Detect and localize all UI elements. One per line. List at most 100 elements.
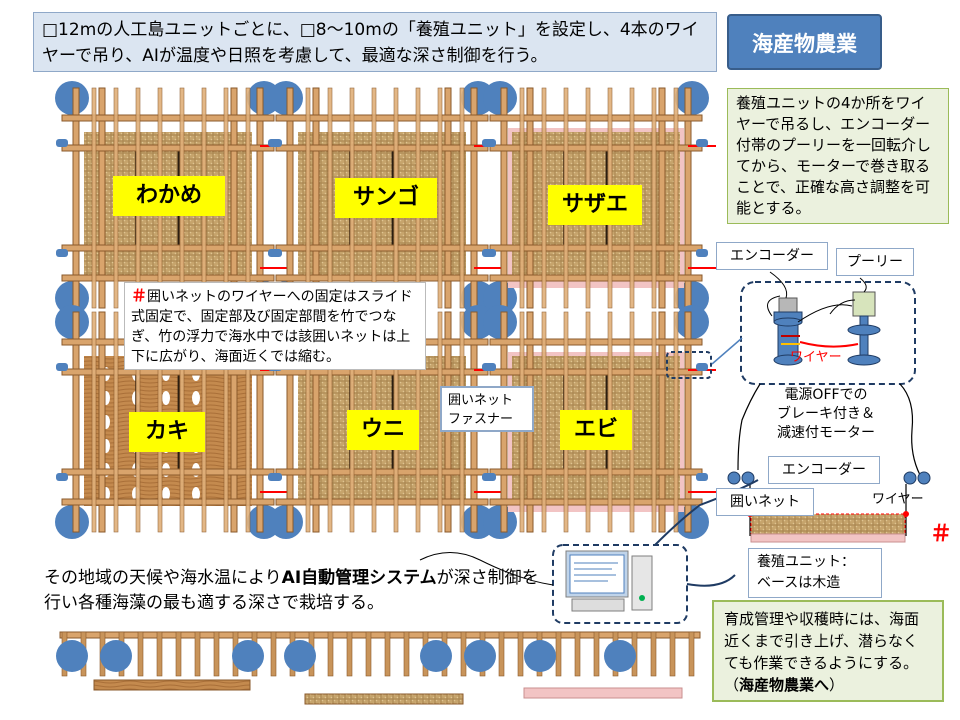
- bamboo-slat: [651, 311, 657, 533]
- note-text: 囲いネットのワイヤーへの固定はスライド式固定で、固定部及び固定部間を竹でつなぎ、…: [131, 289, 413, 365]
- side-view-slat: [365, 631, 372, 677]
- bamboo-slat-vertical: [98, 87, 106, 309]
- mechanism-description: 養殖ユニットの4か所をワイヤーで吊るし、エンコーダー付帯のプーリーを一回転介して…: [727, 88, 949, 224]
- bamboo-slat-horizontal: [275, 244, 489, 252]
- side-view-float: [284, 640, 316, 672]
- fastener: [56, 363, 68, 371]
- side-view-slat: [403, 631, 410, 677]
- fastener: [270, 139, 282, 147]
- bamboo-slat: [651, 87, 657, 309]
- bamboo-slat-horizontal: [489, 468, 703, 476]
- bamboo-slat: [519, 87, 525, 309]
- note-hash-mark: ＃: [131, 286, 148, 305]
- unit-label-uni: ウニ: [347, 410, 419, 450]
- float-post: [483, 305, 517, 339]
- bamboo-slat-horizontal: [61, 114, 275, 122]
- oyster-marker: [162, 487, 170, 501]
- ai-text-bold: AI自動管理システム: [281, 568, 437, 588]
- bamboo-slat-horizontal: [275, 468, 489, 476]
- bamboo-slat-horizontal: [61, 244, 275, 252]
- net-label: 囲いネット: [716, 488, 814, 516]
- side-view-slat: [194, 631, 201, 677]
- side-view-slat: [688, 631, 695, 677]
- float-post: [675, 81, 709, 115]
- float-post: [483, 81, 517, 115]
- side-view-float: [420, 640, 452, 672]
- float-post: [269, 81, 303, 115]
- encoder-label-2: エンコーダー: [768, 456, 880, 484]
- bamboo-slat-horizontal: [489, 338, 703, 346]
- fastener: [56, 139, 68, 147]
- bamboo-slat: [459, 87, 465, 309]
- bamboo-slat-vertical: [658, 87, 666, 309]
- motor-label: 電源OFFでの ブレーキ付き＆ 減速付モーター: [777, 387, 875, 441]
- bamboo-slat-horizontal: [61, 498, 275, 506]
- side-view-slat: [555, 631, 562, 677]
- bamboo-slat-horizontal: [489, 144, 703, 152]
- float-post: [55, 305, 89, 339]
- net-fixing-note: ＃囲いネットのワイヤーへの固定はスライド式固定で、固定部及び固定部間を竹でつなぎ…: [124, 282, 426, 370]
- bamboo-slat: [673, 311, 679, 533]
- side-view-slat: [498, 631, 505, 677]
- side-view-slat: [346, 631, 353, 677]
- oyster-marker: [192, 391, 200, 405]
- side-view-slat: [213, 631, 220, 677]
- side-view-slat: [156, 631, 163, 677]
- harvest-note: 育成管理や収穫時には、海面近くまで引き上げ、潜らなくても作業できるようにする。（…: [712, 600, 944, 702]
- side-view-pink-unit: [523, 687, 683, 699]
- side-view-slat: [517, 631, 524, 677]
- float-post: [55, 81, 89, 115]
- bamboo-slat: [91, 311, 97, 533]
- side-view-float: [604, 640, 636, 672]
- pulley-label: プーリー: [836, 248, 914, 276]
- float-post: [675, 505, 709, 539]
- bamboo-slat-vertical: [444, 87, 452, 309]
- bamboo-slat-vertical: [684, 311, 692, 533]
- bamboo-slat-vertical: [526, 87, 534, 309]
- side-view-deck: [59, 631, 701, 639]
- float-post: [483, 505, 517, 539]
- side-view-slat: [270, 631, 277, 677]
- bamboo-slat: [673, 87, 679, 309]
- bamboo-slat-vertical: [658, 311, 666, 533]
- side-view-slat: [327, 631, 334, 677]
- fastener-label: 囲いネット ファスナー: [440, 386, 534, 432]
- bamboo-slat: [437, 87, 443, 309]
- side-view-slat: [384, 631, 391, 677]
- bamboo-slat-horizontal: [275, 498, 489, 506]
- fastener: [56, 249, 68, 257]
- side-view-float: [100, 640, 132, 672]
- bamboo-slat-vertical: [72, 311, 80, 533]
- float-post: [269, 505, 303, 539]
- wire-label-red: ワイヤー: [790, 350, 842, 365]
- float-post: [55, 281, 89, 315]
- oyster-marker: [162, 391, 170, 405]
- fastener: [696, 139, 708, 147]
- side-view-slat: [137, 631, 144, 677]
- bamboo-slat-horizontal: [61, 274, 275, 282]
- bamboo-slat: [541, 311, 547, 533]
- fastener: [270, 249, 282, 257]
- oyster-marker: [192, 487, 200, 501]
- unit-label-ebi: エビ: [560, 410, 632, 450]
- fastener: [484, 249, 496, 257]
- side-view-slat: [574, 631, 581, 677]
- harvest-text-pre: 育成管理や収穫時には、海面近くまで引き上げ、潜らなくても作業できるようにする。（: [724, 610, 920, 694]
- side-view-float: [56, 640, 88, 672]
- bamboo-slat: [541, 87, 547, 309]
- float-post: [55, 505, 89, 539]
- bamboo-slat-horizontal: [489, 274, 703, 282]
- unit-label-sazae: サザエ: [548, 185, 642, 225]
- bamboo-slat-horizontal: [275, 114, 489, 122]
- bamboo-slat-horizontal: [275, 274, 489, 282]
- unit-label-kaki: カキ: [129, 412, 205, 452]
- side-view-slat: [593, 631, 600, 677]
- fastener: [696, 363, 708, 371]
- unit-label-wakame: わかめ: [113, 176, 225, 216]
- side-view-float: [464, 640, 496, 672]
- bamboo-slat: [91, 87, 97, 309]
- fastener: [696, 473, 708, 481]
- fastener: [696, 249, 708, 257]
- ai-text-post: が深さ制御を行い各種海藻の最も適する深さで栽培する。: [44, 568, 539, 613]
